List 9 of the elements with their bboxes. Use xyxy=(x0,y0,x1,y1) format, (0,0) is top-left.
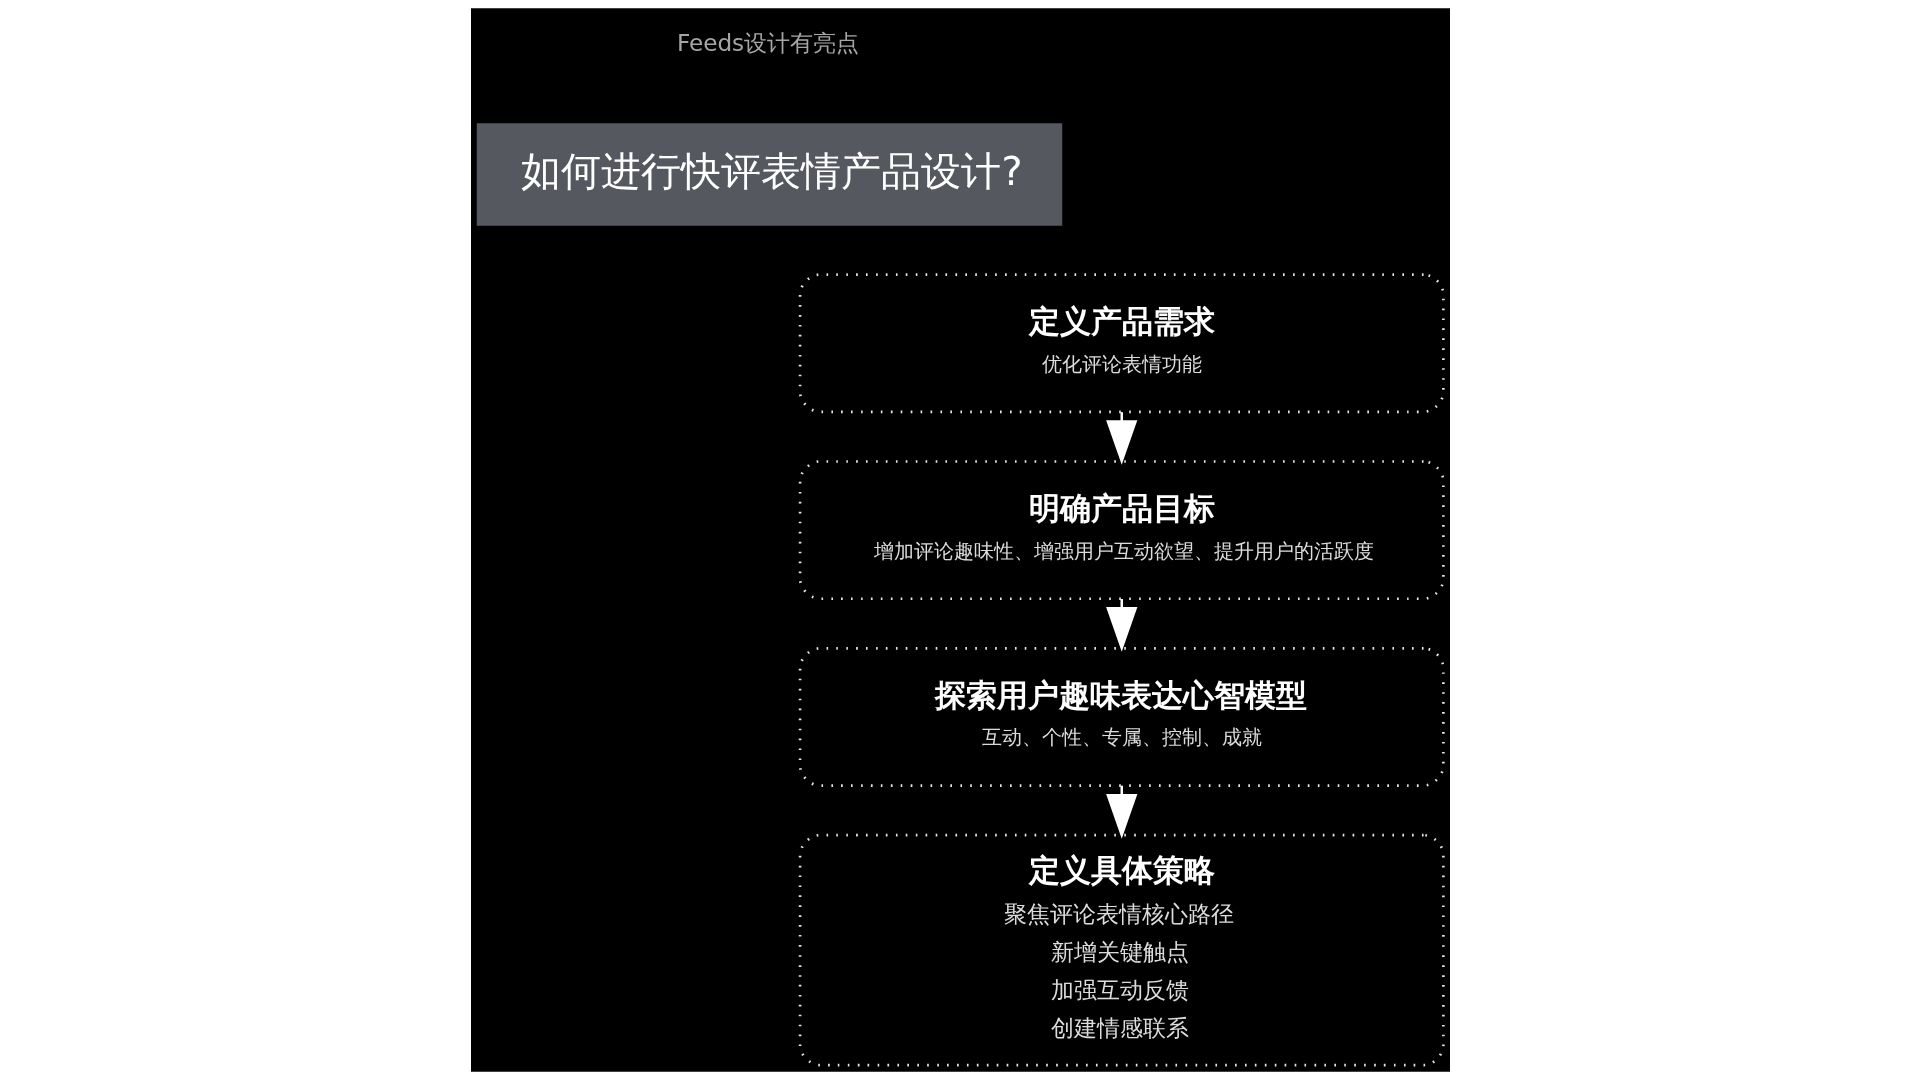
arrow xyxy=(1105,785,1137,839)
arrow xyxy=(1105,412,1137,465)
node-box: 如何进行快评表情产品设计? xyxy=(476,123,1062,226)
node-box: 探索用户趣味表达心智模型 互动、个性、专属、控制、成就 xyxy=(798,647,1445,787)
node-box: 明确产品目标 增加评论趣味性、增强用户互动欲望、提升用户的活跃度 xyxy=(798,460,1445,601)
label: Feeds设计有亮点 xyxy=(676,29,859,56)
node-box: 定义具体策略 聚焦评论表情核心路径 新增关键触点 加强互动反馈 创建情感联系 xyxy=(798,833,1445,1067)
node-box: 定义产品需求 优化评论表情功能 xyxy=(798,273,1445,414)
arrow xyxy=(1105,599,1137,652)
